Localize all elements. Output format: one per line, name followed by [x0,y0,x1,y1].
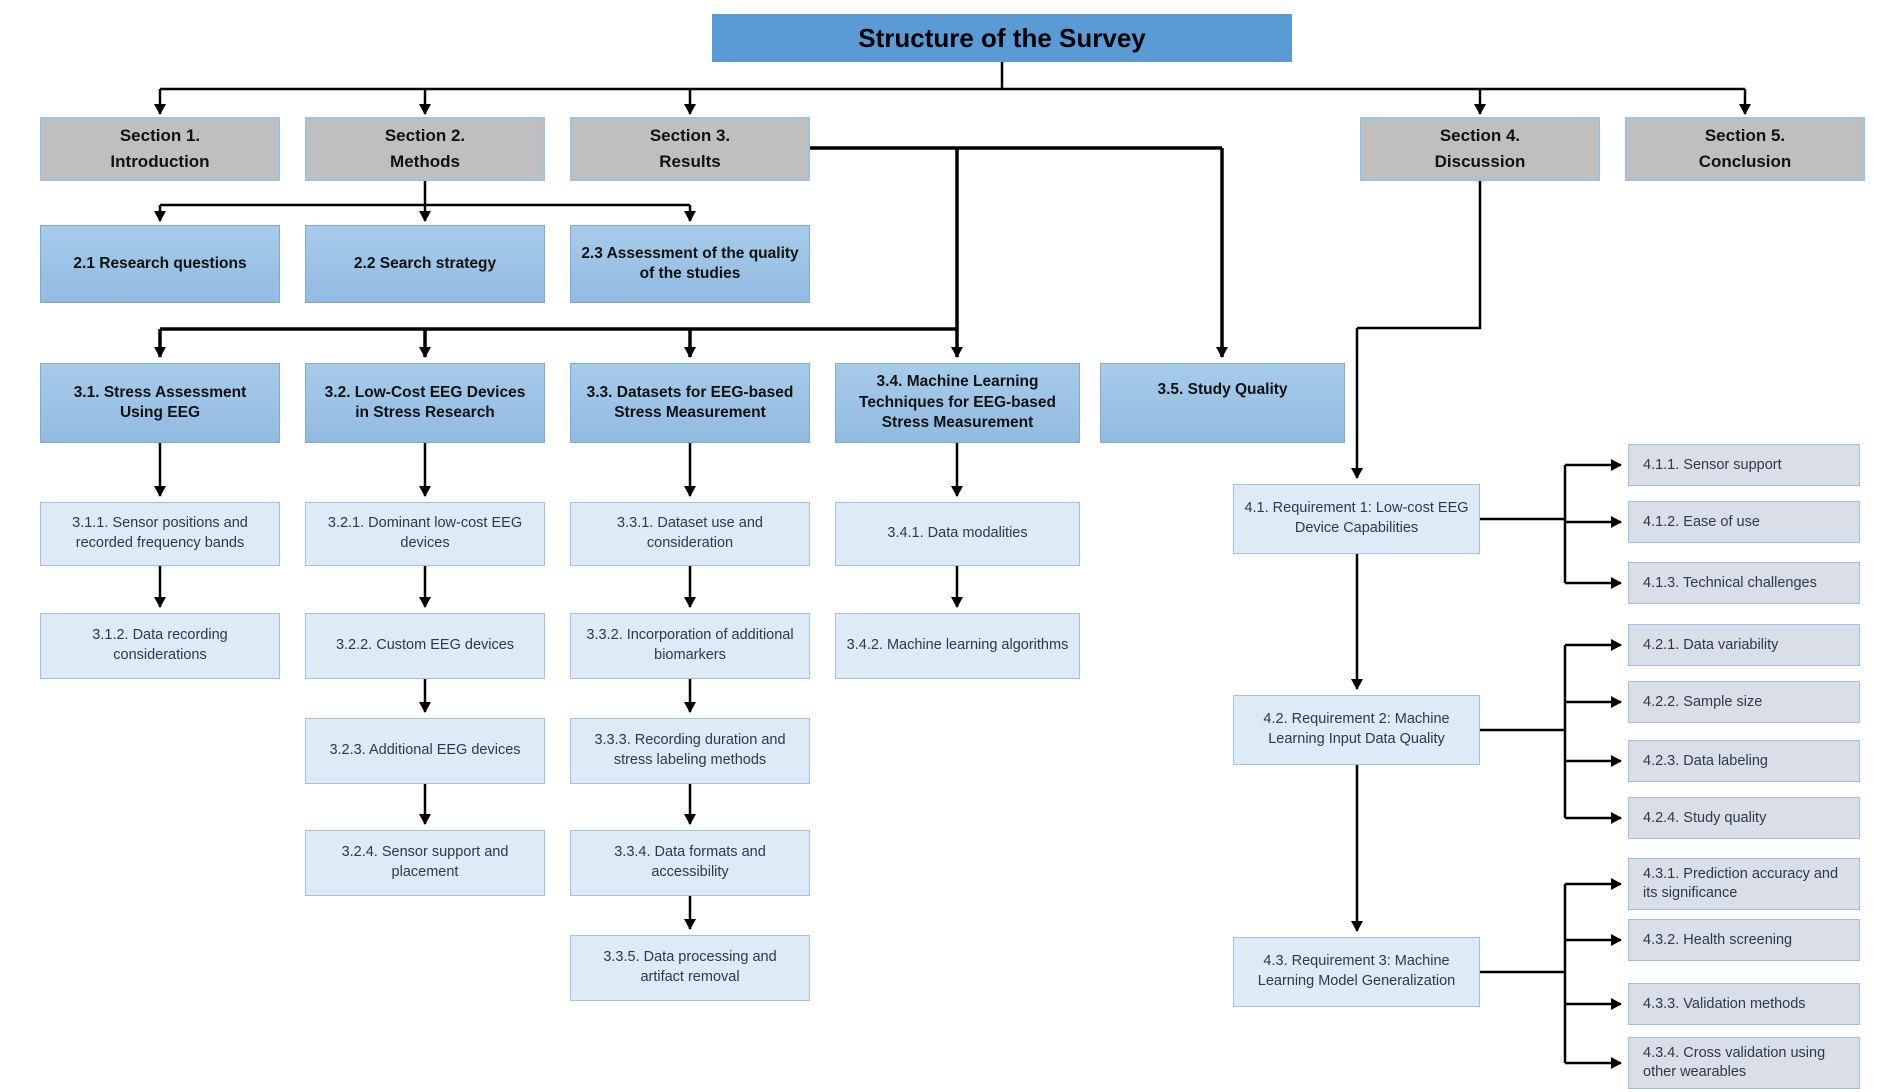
diagram-title: Structure of the Survey [712,14,1292,62]
node-3-3-5: 3.3.5. Data processing and artifact remo… [570,935,810,1001]
node-4-3-4: 4.3.4. Cross validation using other wear… [1628,1037,1860,1089]
node-3-4: 3.4. Machine Learning Techniques for EEG… [835,363,1080,443]
node-4-1: 4.1. Requirement 1: Low-cost EEG Device … [1233,484,1480,554]
node-4-2: 4.2. Requirement 2: Machine Learning Inp… [1233,695,1480,765]
node-section-1: Section 1. Introduction [40,117,280,181]
node-4-2-3: 4.2.3. Data labeling [1628,740,1860,782]
node-section-3: Section 3. Results [570,117,810,181]
node-2-3: 2.3 Assessment of the quality of the stu… [570,225,810,303]
node-3-3: 3.3. Datasets for EEG-based Stress Measu… [570,363,810,443]
node-section-2: Section 2. Methods [305,117,545,181]
node-3-2: 3.2. Low-Cost EEG Devices in Stress Rese… [305,363,545,443]
node-3-1: 3.1. Stress Assessment Using EEG [40,363,280,443]
node-3-2-1: 3.2.1. Dominant low-cost EEG devices [305,502,545,566]
node-4-2-2: 4.2.2. Sample size [1628,681,1860,723]
node-3-3-4: 3.3.4. Data formats and accessibility [570,830,810,896]
node-4-1-1: 4.1.1. Sensor support [1628,444,1860,486]
node-4-3-3: 4.3.3. Validation methods [1628,983,1860,1025]
node-3-4-1: 3.4.1. Data modalities [835,502,1080,566]
node-3-2-2: 3.2.2. Custom EEG devices [305,613,545,679]
node-3-2-3: 3.2.3. Additional EEG devices [305,718,545,784]
node-4-1-2: 4.1.2. Ease of use [1628,501,1860,543]
node-4-2-1: 4.2.1. Data variability [1628,624,1860,666]
node-3-1-2: 3.1.2. Data recording considerations [40,613,280,679]
node-3-3-2: 3.3.2. Incorporation of additional bioma… [570,613,810,679]
node-2-2: 2.2 Search strategy [305,225,545,303]
connectors-results-trunk [154,146,1228,358]
connectors-discussion [1351,181,1622,1069]
node-section-5: Section 5. Conclusion [1625,117,1865,181]
node-3-2-4: 3.2.4. Sensor support and placement [305,830,545,896]
node-4-1-3: 4.1.3. Technical challenges [1628,562,1860,604]
node-3-4-2: 3.4.2. Machine learning algorithms [835,613,1080,679]
node-4-2-4: 4.2.4. Study quality [1628,797,1860,839]
node-2-1: 2.1 Research questions [40,225,280,303]
node-4-3: 4.3. Requirement 3: Machine Learning Mod… [1233,937,1480,1007]
node-3-3-1: 3.3.1. Dataset use and consideration [570,502,810,566]
node-3-5: 3.5. Study Quality [1100,363,1345,443]
node-3-1-1: 3.1.1. Sensor positions and recorded fre… [40,502,280,566]
node-3-3-3: 3.3.3. Recording duration and stress lab… [570,718,810,784]
node-4-3-2: 4.3.2. Health screening [1628,919,1860,961]
node-4-3-1: 4.3.1. Prediction accuracy and its signi… [1628,858,1860,910]
connectors-result-columns [154,442,963,930]
node-section-4: Section 4. Discussion [1360,117,1600,181]
connectors-top [154,62,1751,222]
